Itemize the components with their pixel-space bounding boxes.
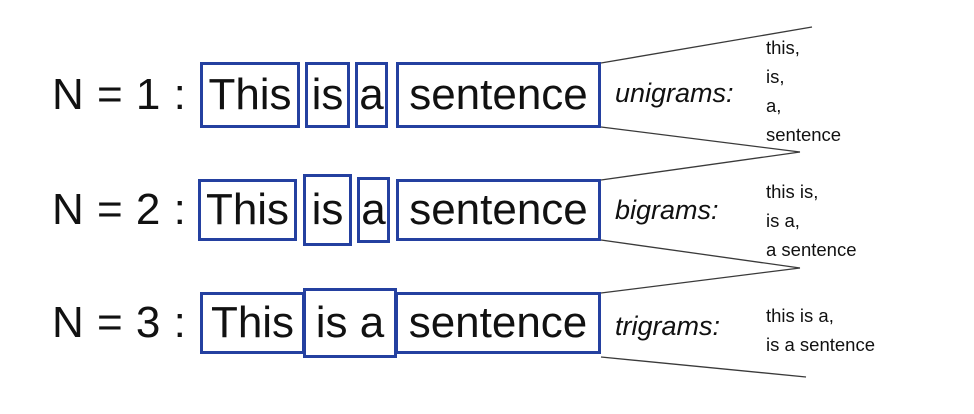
token-box: This [200,62,300,128]
token-box: is a [303,288,397,358]
connector-line [600,239,801,269]
ngram-list-item: this, [766,37,800,58]
ngram-list-item: is a sentence [766,334,876,355]
token-text: sentence [408,298,588,347]
token-text: is [311,70,344,119]
ngram-list-item: is, [766,66,785,87]
token-box: is [303,174,352,246]
ngram-list-item: this is a, [766,305,834,326]
token-box: a [355,62,388,128]
connector-line [600,26,813,64]
ngram-list-unigrams: this, is, a, sentence [766,33,841,149]
connector-line [600,356,807,378]
token-text: This [208,70,292,119]
ngram-list-item: a, [766,95,782,116]
ngram-list-item: a sentence [766,239,857,260]
token-box: sentence [395,292,601,354]
connector-line [600,126,801,153]
row-label-n3: N = 3 : [52,298,187,347]
token-text: sentence [409,70,588,119]
row-label-n1: N = 1 : [52,70,187,119]
ngram-list-trigrams: this is a, is a sentence [766,301,875,359]
ngram-list-item: is a, [766,210,800,231]
row-label-n2: N = 2 : [52,185,187,234]
token-box: sentence [396,62,601,128]
gram-type-label-bigrams: bigrams: [615,195,719,225]
token-box: sentence [396,179,601,241]
token-text: This [210,298,295,347]
token-text: is [311,185,344,234]
token-box: This [200,292,305,354]
token-box: is [305,62,350,128]
token-text: a [359,70,384,119]
token-text: This [205,185,290,234]
gram-type-label-unigrams: unigrams: [615,78,734,108]
token-box: a [357,177,390,243]
ngram-list-item: sentence [766,124,842,145]
connector-line [600,267,801,294]
token-text: sentence [409,185,588,234]
gram-type-label-trigrams: trigrams: [615,311,721,341]
ngram-list-bigrams: this is, is a, a sentence [766,177,857,264]
token-text: a [361,185,386,234]
connector-line [600,151,801,181]
ngram-list-item: this is, [766,181,819,202]
token-text: is a [315,298,385,347]
token-box: This [198,179,297,241]
